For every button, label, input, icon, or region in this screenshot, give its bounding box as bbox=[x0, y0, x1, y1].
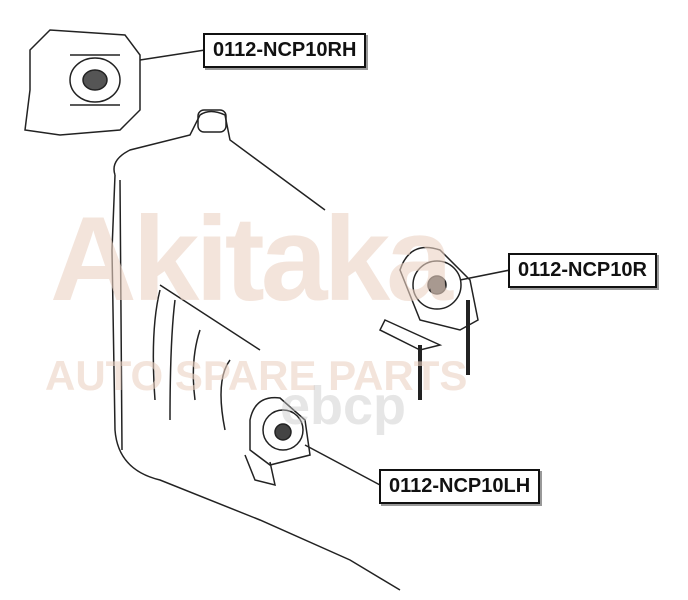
engine-block-outline bbox=[111, 110, 401, 591]
mount-lh-drawing bbox=[244, 396, 311, 487]
part-label-rh: 0112-NCP10RH bbox=[203, 33, 367, 68]
watermark-tagline: AUTO SPARE PARTS bbox=[45, 352, 468, 399]
mount-r-drawing bbox=[378, 246, 479, 400]
mount-rh-drawing bbox=[24, 29, 141, 136]
watermark-logo: Akitaka bbox=[50, 192, 453, 326]
engine-block-edge bbox=[119, 179, 261, 451]
part-label-lh: 0112-NCP10LH bbox=[379, 469, 541, 504]
oil-cap bbox=[197, 109, 227, 133]
part-label-r: 0112-NCP10R bbox=[508, 253, 657, 288]
watermark-mark: ebcp bbox=[280, 376, 407, 436]
